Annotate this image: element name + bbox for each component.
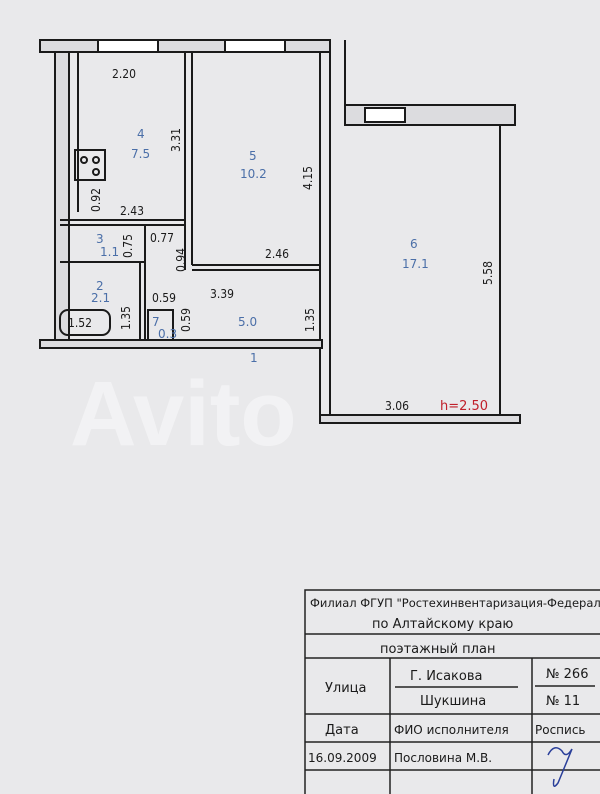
room-3-number: 3: [96, 232, 104, 246]
room-3-area: 1.1: [100, 245, 119, 259]
room-7-area: 0.3: [158, 327, 177, 341]
street-1: Г. Исакова: [410, 669, 482, 684]
room-6-area: 17.1: [402, 257, 429, 271]
org-line-2: по Алтайскому краю: [372, 617, 513, 632]
room-4-area: 7.5: [131, 147, 150, 161]
ceiling-height: h=2.50: [440, 399, 488, 414]
dim: 5.58: [481, 261, 495, 285]
dim: 3.31: [169, 128, 183, 152]
executor-label: ФИО исполнителя: [394, 723, 509, 737]
room-4-number: 4: [137, 127, 145, 141]
room-1-area: 5.0: [238, 315, 257, 329]
dim: 0.77: [150, 231, 174, 245]
dim: 3.06: [385, 399, 409, 413]
dim: 1.52: [68, 316, 92, 330]
signature: [547, 747, 573, 787]
walls: [39, 39, 521, 424]
dim: 0.75: [121, 234, 135, 258]
dim: 0.59: [152, 291, 176, 305]
dim: 0.59: [179, 308, 193, 332]
plan-title: поэтажный план: [380, 642, 495, 657]
dim: 1.35: [119, 306, 133, 330]
executor-value: Пословина М.В.: [394, 751, 492, 765]
number-1: № 266: [546, 667, 588, 682]
org-line-1: Филиал ФГУП "Ростехинвентаризация-Федера…: [310, 596, 600, 610]
dim: 1.35: [303, 308, 317, 332]
dim: 0.94: [174, 248, 188, 272]
room-2-area: 2.1: [91, 291, 110, 305]
avito-watermark: Avito: [70, 363, 297, 465]
street-label: Улица: [325, 681, 367, 696]
number-2: № 11: [546, 694, 580, 709]
room-2-number: 2: [96, 279, 104, 293]
room-5-area: 10.2: [240, 167, 267, 181]
room-6-number: 6: [410, 237, 418, 251]
dim: 4.15: [301, 166, 315, 190]
dim: 3.39: [210, 287, 234, 301]
dim: 2.46: [265, 247, 289, 261]
date-label: Дата: [325, 723, 359, 738]
room-7-number: 7: [152, 315, 160, 329]
stamp-table: [304, 589, 600, 794]
room-labels: 1 5.0 2 2.1 3 1.1 4 7.5 5 10.2 6 17.1 7 …: [91, 127, 429, 365]
room-5-number: 5: [249, 149, 257, 163]
dim: 2.43: [120, 204, 144, 218]
street-2: Шукшина: [420, 694, 486, 709]
date-value: 16.09.2009: [308, 751, 377, 765]
dim: 2.20: [112, 67, 136, 81]
dimensions: 2.20 3.31 0.92 2.43 0.77 0.75 0.94 4.15 …: [68, 67, 495, 414]
stamp-text: Филиал ФГУП "Ростехинвентаризация-Федера…: [308, 596, 600, 765]
signature-label: Роспись: [535, 723, 586, 737]
room-1-number: 1: [250, 351, 258, 365]
dim: 0.92: [89, 188, 103, 212]
